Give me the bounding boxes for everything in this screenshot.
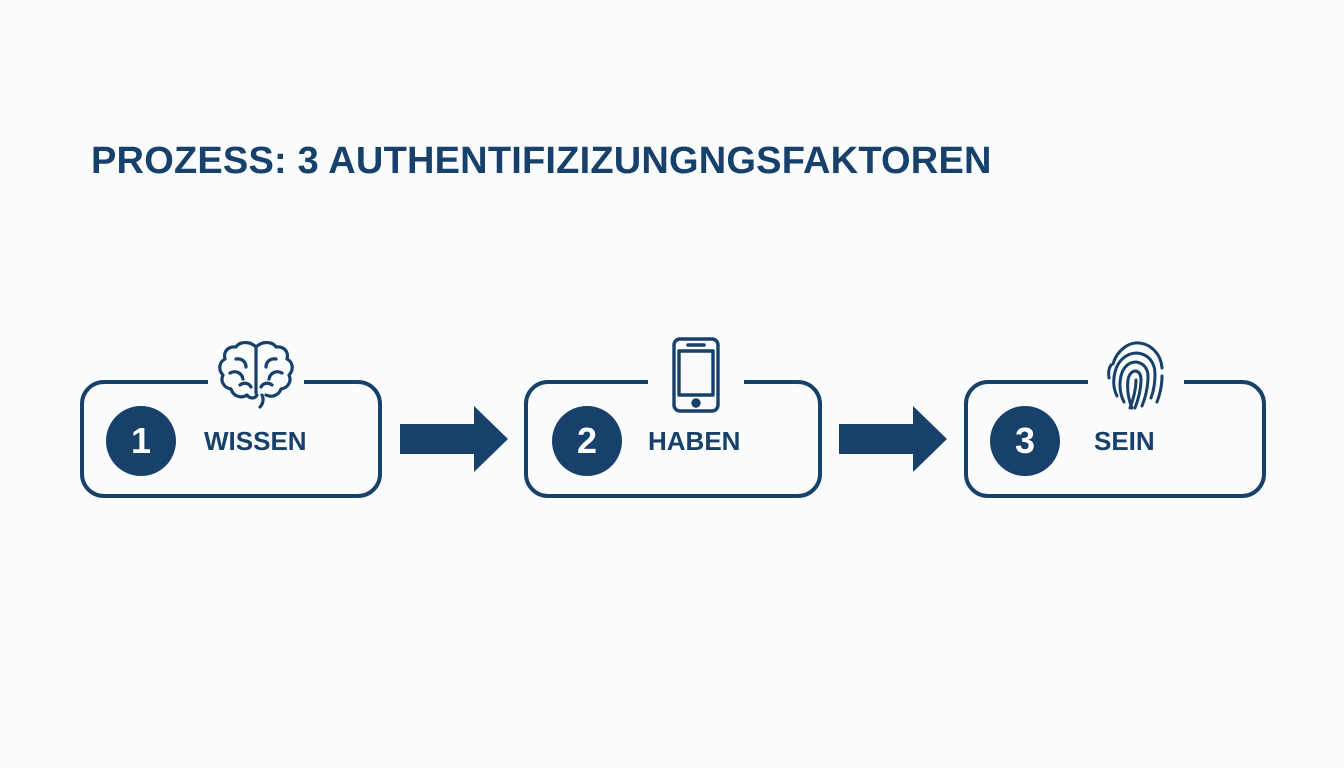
arrow-right-icon (400, 406, 508, 472)
step-2-badge: 2 (552, 406, 622, 476)
step-2-label: HABEN (648, 426, 741, 456)
step-1-box: 1 WISSEN (80, 336, 382, 498)
step-3-badge: 3 (990, 406, 1060, 476)
smartphone-icon (648, 336, 744, 414)
step-1-label: WISSEN (204, 426, 307, 456)
brain-icon (208, 336, 304, 414)
fingerprint-icon (1088, 336, 1184, 414)
step-3-label: SEIN (1094, 426, 1155, 456)
step-3-box: 3 SEIN (964, 336, 1266, 498)
step-1-badge: 1 (106, 406, 176, 476)
arrow-right-icon (839, 406, 947, 472)
step-2-box: 2 HABEN (524, 336, 822, 498)
diagram-title: PROZESS: 3 AUTHENTIFIZIZUNGNGSFAKTOREN (91, 140, 992, 182)
